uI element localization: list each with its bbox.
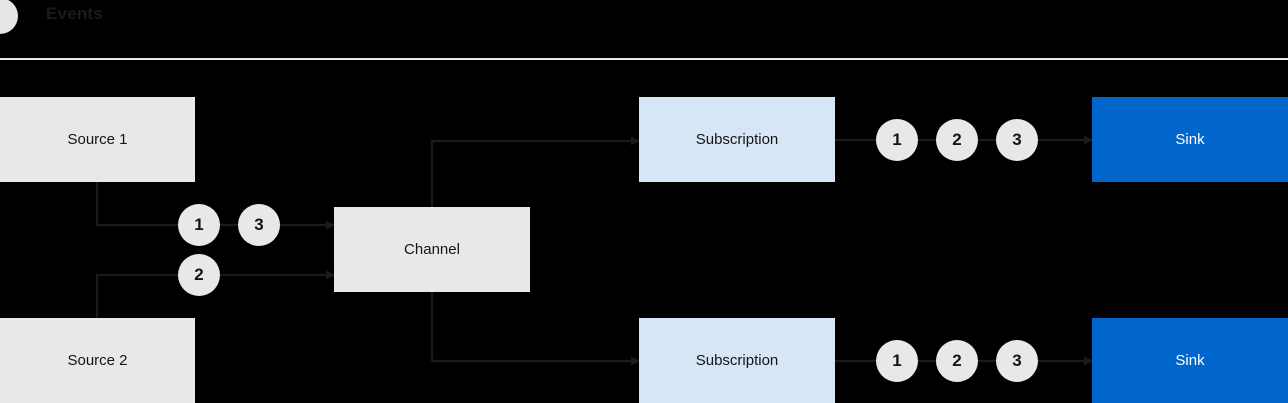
event-token: 3 — [996, 119, 1038, 161]
event-token: 3 — [238, 204, 280, 246]
legend-label: Events — [46, 4, 103, 23]
node-sink-bottom[interactable]: Sink — [1092, 318, 1288, 403]
node-subscription-top-label: Subscription — [695, 131, 779, 148]
event-token: 1 — [178, 204, 220, 246]
header-divider — [0, 58, 1288, 60]
event-token: 2 — [936, 119, 978, 161]
node-sink-top[interactable]: Sink — [1092, 97, 1288, 182]
node-sink-bottom-label: Sink — [1175, 352, 1205, 369]
event-token: 2 — [178, 254, 220, 296]
node-channel-label: Channel — [404, 241, 460, 258]
event-token: 1 — [876, 340, 918, 382]
node-source-2-label: Source 2 — [67, 352, 128, 369]
node-subscription-bottom[interactable]: Subscription — [639, 318, 835, 403]
node-source-2[interactable]: Source 2 — [0, 318, 195, 403]
event-token: 1 — [876, 119, 918, 161]
event-dot-icon — [0, 0, 18, 34]
node-channel[interactable]: Channel — [334, 207, 530, 292]
node-source-1[interactable]: Source 1 — [0, 97, 195, 182]
event-token: 3 — [996, 340, 1038, 382]
node-subscription-bottom-label: Subscription — [695, 352, 779, 369]
event-token: 2 — [936, 340, 978, 382]
node-source-1-label: Source 1 — [67, 131, 128, 148]
legend: Events — [0, 0, 300, 40]
node-subscription-top[interactable]: Subscription — [639, 97, 835, 182]
node-sink-top-label: Sink — [1175, 131, 1205, 148]
